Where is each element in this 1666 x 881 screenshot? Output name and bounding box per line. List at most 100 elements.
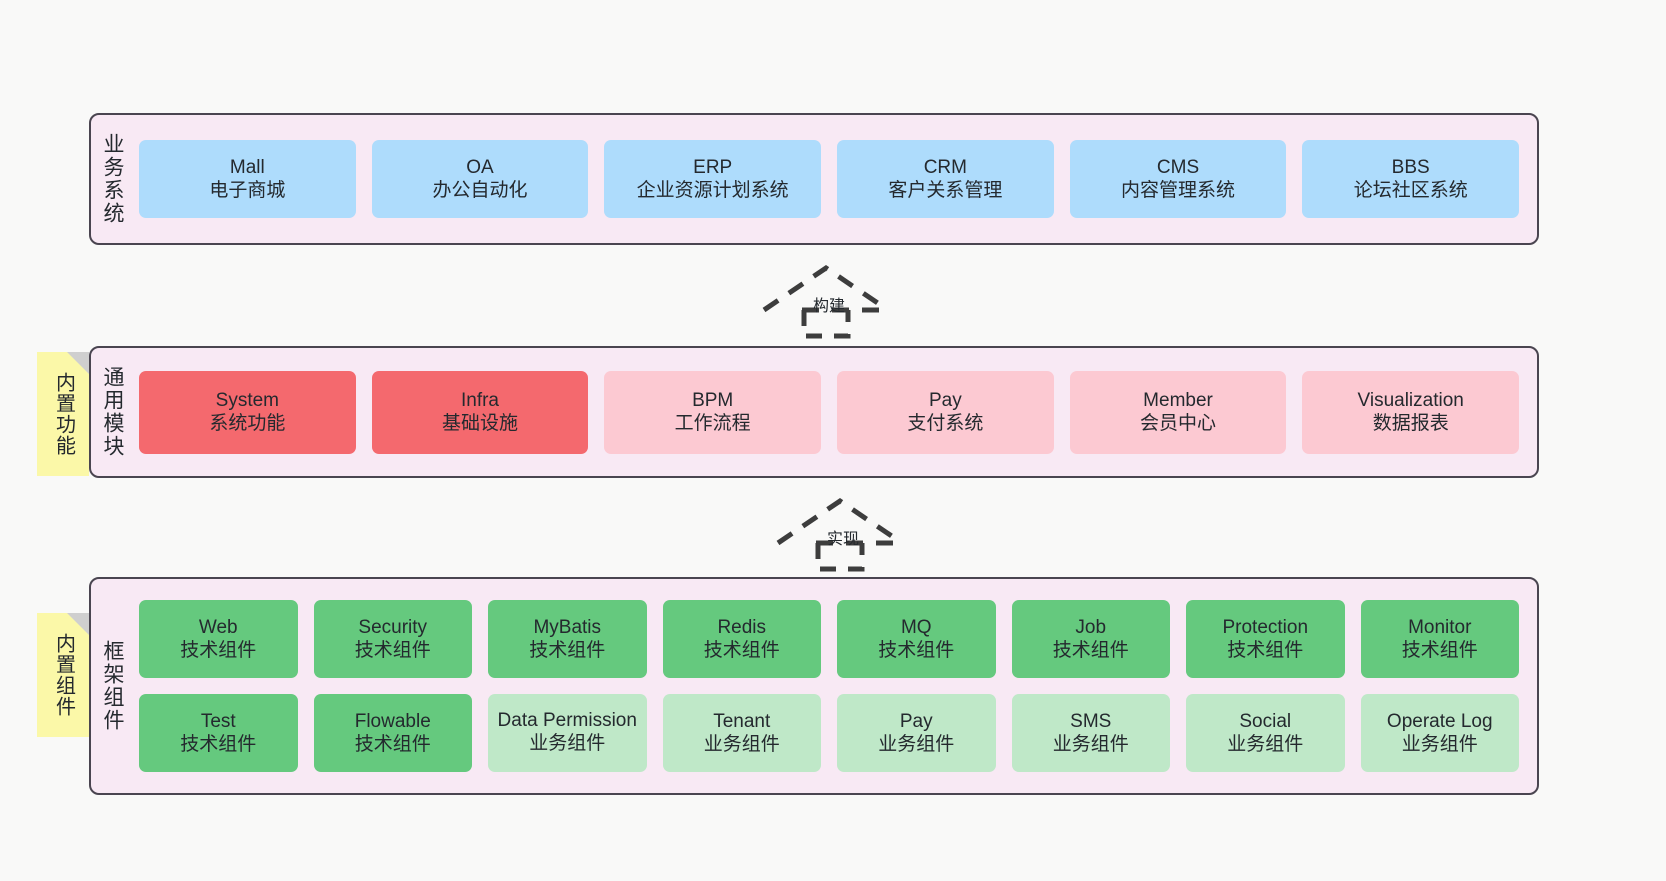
card-title: Protection xyxy=(1222,616,1309,638)
card-subtitle: 系统功能 xyxy=(209,413,286,434)
card-subtitle: 电子商城 xyxy=(209,180,286,201)
connector-implement-label: 实现 xyxy=(827,531,860,548)
card-title: MyBatis xyxy=(533,616,602,638)
connector-implement: 实现 xyxy=(772,495,922,573)
card-crm[interactable]: CRM 客户关系管理 xyxy=(837,140,1054,218)
card-subtitle: 客户关系管理 xyxy=(888,180,1003,201)
card-web[interactable]: Web 技术组件 xyxy=(139,600,298,678)
card-subtitle: 支付系统 xyxy=(907,413,984,434)
card-subtitle: 业务组件 xyxy=(1052,734,1129,755)
card-title: Mall xyxy=(229,156,265,178)
card-title: SMS xyxy=(1070,710,1112,732)
connector-build: 构建 xyxy=(758,262,908,340)
card-pay-business[interactable]: Pay 业务组件 xyxy=(837,694,996,772)
layer-common-module[interactable]: 通用模块 System 系统功能 Infra 基础设施 BPM 工作流程 Pay… xyxy=(89,346,1539,478)
card-title: Infra xyxy=(460,389,500,411)
card-title: Visualization xyxy=(1357,389,1464,411)
card-subtitle: 数据报表 xyxy=(1372,413,1449,434)
card-subtitle: 技术组件 xyxy=(354,640,431,661)
card-visualization[interactable]: Visualization 数据报表 xyxy=(1302,370,1520,454)
card-mq[interactable]: MQ 技术组件 xyxy=(837,600,996,678)
card-title: Pay xyxy=(928,389,962,411)
card-title: CRM xyxy=(923,156,967,178)
card-subtitle: 业务组件 xyxy=(1401,734,1478,755)
layer-body-common-module: System 系统功能 Infra 基础设施 BPM 工作流程 Pay 支付系统… xyxy=(133,348,1537,476)
card-subtitle: 业务组件 xyxy=(529,732,606,754)
card-title: Tenant xyxy=(713,710,771,732)
card-erp[interactable]: ERP 企业资源计划系统 xyxy=(604,140,822,218)
card-title: Test xyxy=(200,710,236,732)
card-subtitle: 企业资源计划系统 xyxy=(636,180,789,201)
card-data-permission[interactable]: Data Permission 业务组件 xyxy=(488,694,647,772)
card-title: Operate Log xyxy=(1386,710,1493,732)
dashed-hollow-arrow-icon xyxy=(776,497,904,572)
card-member[interactable]: Member 会员中心 xyxy=(1069,370,1287,454)
card-title: MQ xyxy=(900,616,932,638)
card-job[interactable]: Job 技术组件 xyxy=(1011,600,1170,678)
card-sms[interactable]: SMS 业务组件 xyxy=(1011,694,1170,772)
card-subtitle: 业务组件 xyxy=(703,734,780,755)
card-social[interactable]: Social 业务组件 xyxy=(1186,694,1345,772)
note-builtin-component[interactable]: 内置组件 xyxy=(37,613,89,737)
card-title: Data Permission xyxy=(497,709,637,731)
card-subtitle: 技术组件 xyxy=(1052,640,1129,661)
card-title: Pay xyxy=(899,710,933,732)
layer-framework-component[interactable]: 框架组件 Web 技术组件 Security 技术组件 MyBatis 技术组件… xyxy=(89,577,1539,795)
card-title: ERP xyxy=(693,156,733,178)
card-subtitle: 技术组件 xyxy=(1401,640,1478,661)
layer-label-common-module: 通用模块 xyxy=(101,366,125,458)
card-tenant[interactable]: Tenant 业务组件 xyxy=(662,694,821,772)
card-subtitle: 论坛社区系统 xyxy=(1353,180,1468,201)
card-cms[interactable]: CMS 内容管理系统 xyxy=(1069,140,1287,218)
card-subtitle: 会员中心 xyxy=(1140,413,1217,434)
card-oa[interactable]: OA 办公自动化 xyxy=(371,140,589,218)
card-subtitle: 技术组件 xyxy=(878,640,955,661)
card-title: Job xyxy=(1075,616,1107,638)
card-infra[interactable]: Infra 基础设施 xyxy=(371,370,589,454)
card-redis[interactable]: Redis 技术组件 xyxy=(662,600,821,678)
card-test[interactable]: Test 技术组件 xyxy=(139,694,298,772)
card-mybatis[interactable]: MyBatis 技术组件 xyxy=(488,600,647,678)
card-subtitle: 技术组件 xyxy=(180,734,257,755)
card-row: Web 技术组件 Security 技术组件 MyBatis 技术组件 Redi… xyxy=(139,600,1519,678)
card-subtitle: 业务组件 xyxy=(1227,734,1304,755)
card-bpm[interactable]: BPM 工作流程 xyxy=(604,370,822,454)
card-subtitle: 技术组件 xyxy=(354,734,431,755)
note-builtin-function[interactable]: 内置功能 xyxy=(37,352,89,476)
card-subtitle: 技术组件 xyxy=(703,640,780,661)
layer-business-system[interactable]: 业务系统 Mall 电子商城 OA 办公自动化 ERP 企业资源计划系统 CRM… xyxy=(89,113,1539,245)
card-title: BBS xyxy=(1391,156,1430,178)
card-subtitle: 办公自动化 xyxy=(432,180,528,201)
card-row: Mall 电子商城 OA 办公自动化 ERP 企业资源计划系统 CRM 客户关系… xyxy=(139,140,1520,218)
card-bbs[interactable]: BBS 论坛社区系统 xyxy=(1302,140,1520,218)
card-row: Test 技术组件 Flowable 技术组件 Data Permission … xyxy=(139,694,1519,772)
card-subtitle: 技术组件 xyxy=(529,640,606,661)
card-subtitle: 业务组件 xyxy=(878,734,955,755)
card-title: Redis xyxy=(717,616,767,638)
card-subtitle: 工作流程 xyxy=(674,413,751,434)
layer-label-framework-component: 框架组件 xyxy=(101,640,125,732)
card-title: CMS xyxy=(1156,156,1200,178)
card-subtitle: 技术组件 xyxy=(1227,640,1304,661)
card-security[interactable]: Security 技术组件 xyxy=(313,600,472,678)
card-subtitle: 技术组件 xyxy=(180,640,257,661)
card-system[interactable]: System 系统功能 xyxy=(139,370,356,454)
card-title: Security xyxy=(358,616,428,638)
card-monitor[interactable]: Monitor 技术组件 xyxy=(1360,600,1519,678)
card-operate-log[interactable]: Operate Log 业务组件 xyxy=(1360,694,1519,772)
card-subtitle: 内容管理系统 xyxy=(1121,180,1236,201)
card-title: Flowable xyxy=(354,710,431,732)
layer-body-framework-component: Web 技术组件 Security 技术组件 MyBatis 技术组件 Redi… xyxy=(133,579,1537,793)
layer-label-business-system: 业务系统 xyxy=(101,133,125,225)
card-protection[interactable]: Protection 技术组件 xyxy=(1186,600,1345,678)
card-row: System 系统功能 Infra 基础设施 BPM 工作流程 Pay 支付系统… xyxy=(139,370,1520,454)
card-title: Monitor xyxy=(1408,616,1472,638)
note-label: 内置功能 xyxy=(52,372,75,456)
card-flowable[interactable]: Flowable 技术组件 xyxy=(313,694,472,772)
card-mall[interactable]: Mall 电子商城 xyxy=(139,140,356,218)
card-title: Member xyxy=(1143,389,1213,411)
card-pay[interactable]: Pay 支付系统 xyxy=(837,370,1054,454)
card-title: Web xyxy=(198,616,238,638)
card-title: OA xyxy=(466,156,494,178)
card-title: BPM xyxy=(692,389,734,411)
